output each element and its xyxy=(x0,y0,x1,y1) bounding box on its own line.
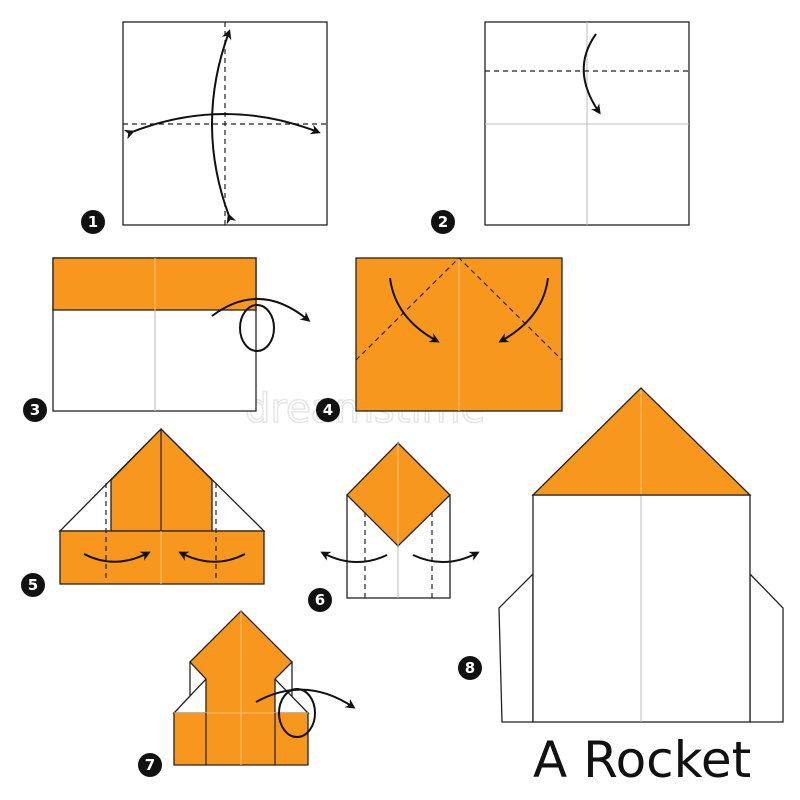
fold-arrow-left xyxy=(83,551,151,563)
unfold-arrow-right xyxy=(412,551,480,564)
step-badge-7: 7 xyxy=(138,753,162,777)
fold-arrow-left xyxy=(389,277,440,343)
svg-text:8: 8 xyxy=(465,659,475,677)
step-6 xyxy=(320,442,480,599)
diagram-title: A Rocket xyxy=(533,731,751,789)
step-5 xyxy=(58,428,266,585)
svg-text:3: 3 xyxy=(30,401,40,419)
step-badge-5: 5 xyxy=(21,573,45,597)
step-1 xyxy=(122,21,328,226)
fold-arrow-right xyxy=(178,551,246,563)
fold-arrow-horizontal xyxy=(123,113,321,140)
step-badge-2: 2 xyxy=(431,210,455,234)
svg-text:7: 7 xyxy=(145,756,155,774)
svg-text:2: 2 xyxy=(438,213,448,231)
svg-text:6: 6 xyxy=(315,591,325,609)
svg-text:4: 4 xyxy=(323,401,333,419)
fold-arrow-right xyxy=(498,277,549,343)
step-2 xyxy=(484,21,690,226)
step-badge-3: 3 xyxy=(23,398,47,422)
fold-down-arrow xyxy=(582,33,601,115)
step-badge-4: 4 xyxy=(316,398,340,422)
step-badge-6: 6 xyxy=(308,588,332,612)
unfold-arrow-left xyxy=(320,551,388,564)
turn-over-arrow xyxy=(255,688,356,709)
step-badge-1: 1 xyxy=(81,210,105,234)
step-badge-8: 8 xyxy=(458,656,482,680)
svg-text:5: 5 xyxy=(28,576,38,594)
turn-over-loop xyxy=(239,304,275,352)
step-3 xyxy=(52,257,311,412)
step-8-finished-rocket xyxy=(498,387,784,723)
step-4 xyxy=(355,257,563,412)
fold-arrow-vertical xyxy=(211,29,237,225)
step-7 xyxy=(172,610,356,766)
turn-over-arrow xyxy=(211,297,311,322)
svg-text:1: 1 xyxy=(88,213,98,231)
